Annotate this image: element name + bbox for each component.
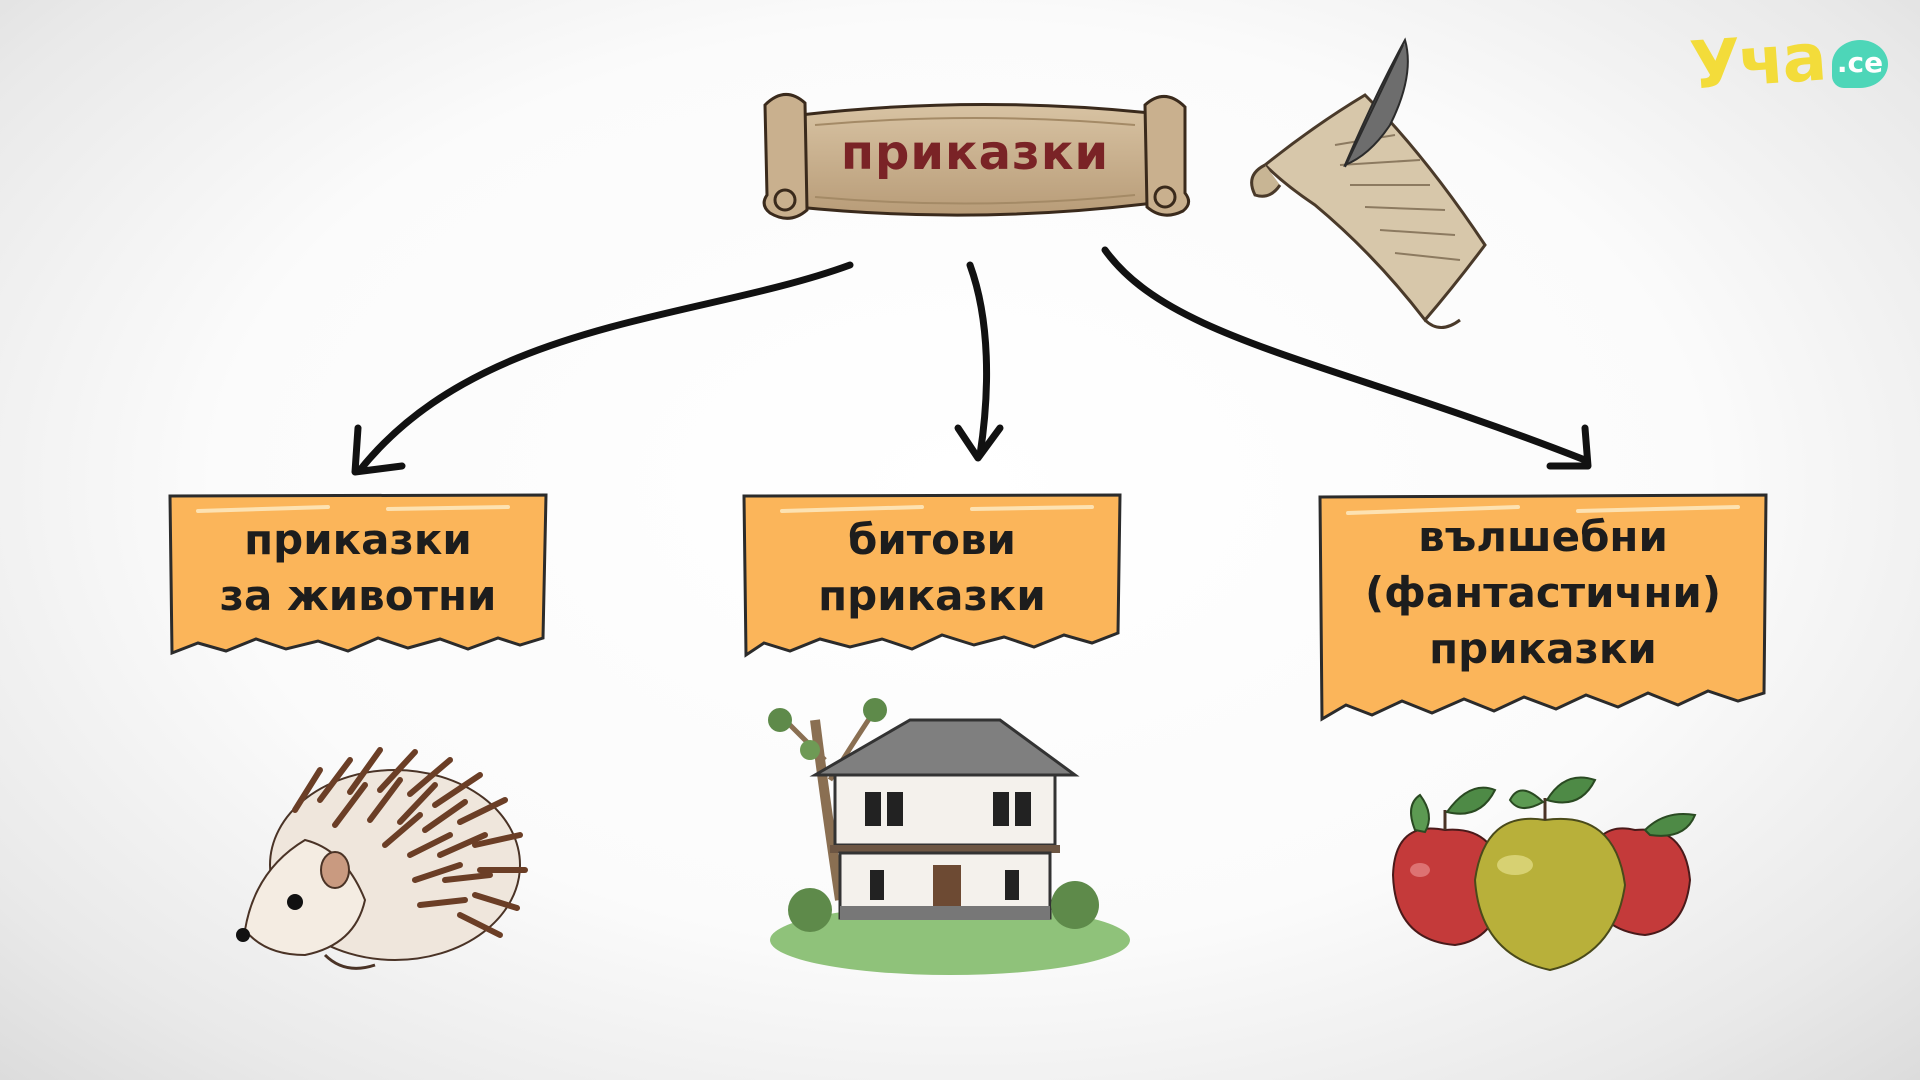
apples-icon [1391, 776, 1697, 972]
arrow-left [356, 261, 854, 474]
hedgehog-icon [236, 747, 528, 970]
scroll-icon [762, 93, 1190, 220]
category-label: битови приказки [818, 515, 1046, 620]
category-animal-tales: приказки за животни [168, 493, 548, 663]
arrow-right-head [1546, 424, 1592, 470]
parchment-quill-icon [1250, 37, 1487, 329]
root-label: приказки [840, 124, 1110, 181]
category-magic-tales: вълшебни (фантастични) приказки [1318, 493, 1768, 738]
root-node: приказки [755, 85, 1195, 230]
category-label: приказки за животни [219, 515, 497, 620]
arrow-middle-head [954, 424, 1004, 462]
house-icon [768, 698, 1130, 975]
arrow-right [1101, 246, 1589, 464]
category-box [1318, 493, 1768, 722]
arrow-middle [966, 261, 991, 459]
logo[interactable]: Уча .се [1687, 18, 1900, 108]
category-box [742, 493, 1122, 658]
category-box [168, 493, 548, 656]
logo-badge: .се [1832, 40, 1888, 88]
category-label: вълшебни (фантастични) приказки [1364, 512, 1722, 673]
arrow-left-head [351, 424, 406, 476]
category-everyday-tales: битови приказки [742, 493, 1122, 663]
